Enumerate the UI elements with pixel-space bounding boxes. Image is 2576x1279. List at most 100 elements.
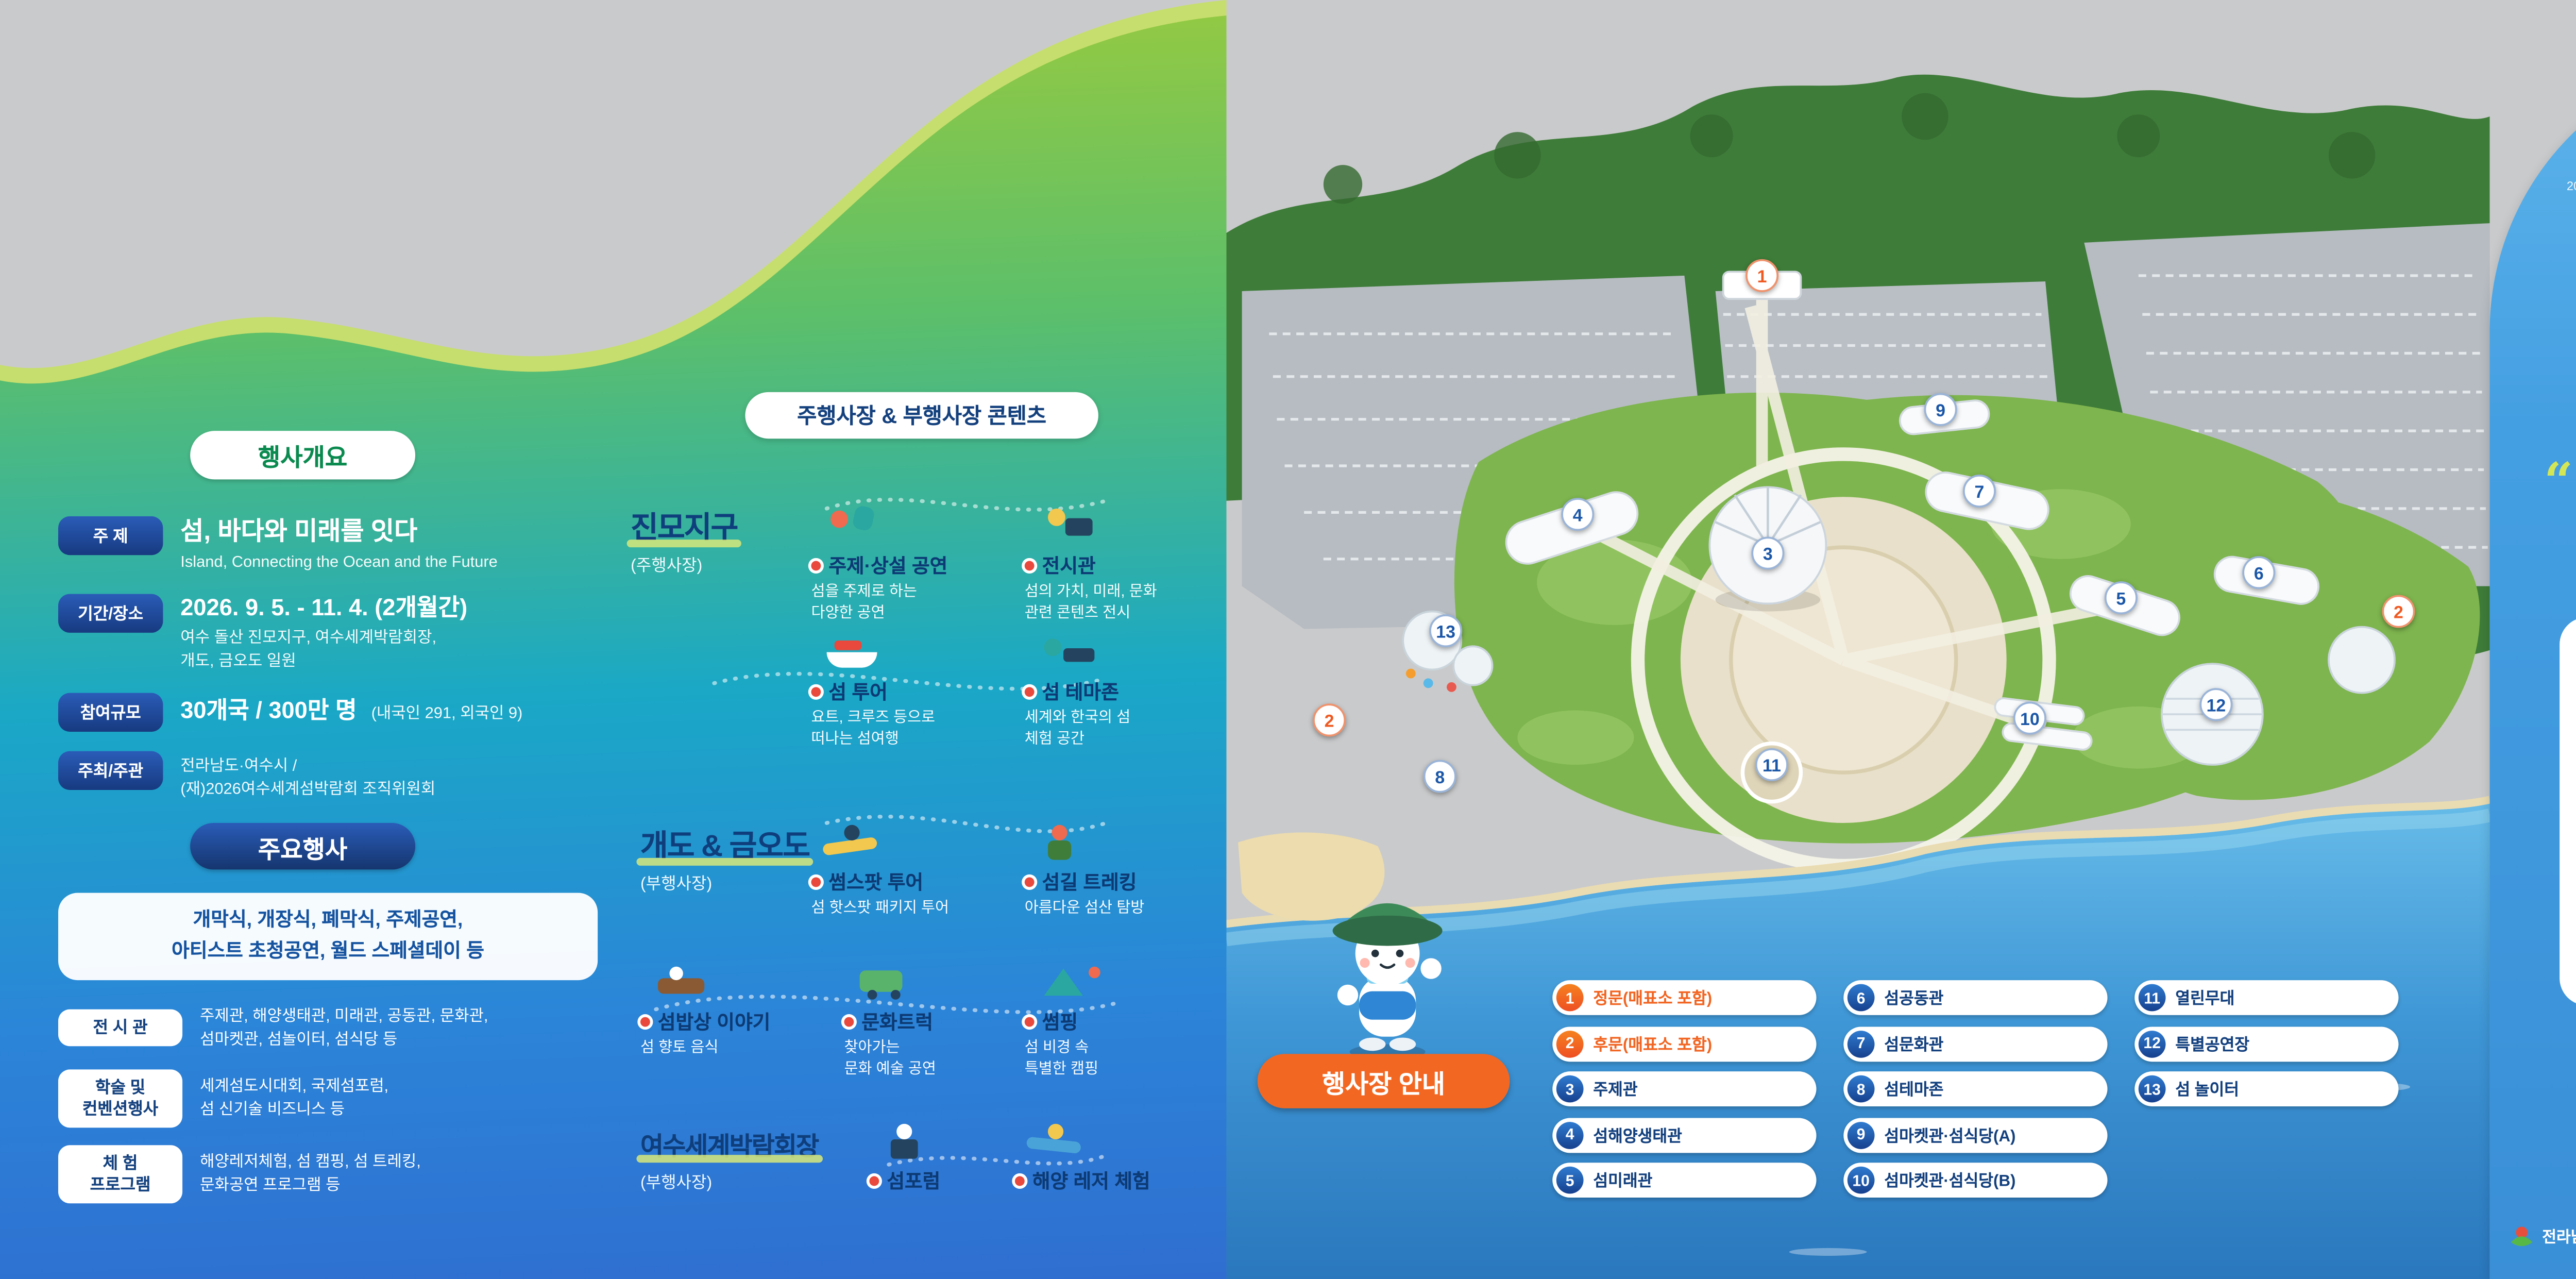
legend-label: 섬문화관 (1884, 1033, 1944, 1053)
legend-label: 섬공동관 (1884, 988, 1944, 1007)
map-marker-12: 12 (2199, 688, 2233, 721)
exhibition-badge: 전 시 관 (58, 1010, 182, 1047)
cover-intro-title: 2026 여수세계섬박람회는 (2490, 303, 2576, 342)
section-title-expo-site: 여수세계박람회장 (640, 1126, 818, 1163)
section-head-expo-site: 여수세계박람회장 (부행사장) (640, 1126, 854, 1194)
content-item-desc: 세계와 한국의 섬 체험 공간 (1024, 708, 1131, 747)
legend-label: 섬 놀이터 (2175, 1079, 2240, 1099)
scale-title: 30개국 / 300만 명 (180, 696, 357, 724)
food-illustration (652, 963, 722, 1001)
content-item-desc: 섬 비경 속 특별한 캠핑 (1024, 1038, 1099, 1078)
legend-number: 7 (1847, 1030, 1875, 1057)
map-marker-1: 1 (1745, 259, 1779, 292)
content-item-desc: 요트, 크루즈 등으로 떠나는 섬여행 (811, 708, 936, 747)
legend-label: 특별공연장 (2175, 1033, 2250, 1053)
content-item-desc: 아름다운 섬산 탐방 (1024, 898, 1145, 916)
legend-label: 섬미래관 (1593, 1170, 1653, 1190)
content-item-name: 전시관 (1025, 549, 1223, 578)
section-head-gaedo: 개도 & 금오도 (부행사장) (640, 823, 854, 895)
map-marker-2: 2 (1313, 703, 1346, 737)
overview-column: 행사개요 주 제 섬, 바다와 미래를 잇다 Island, Connectin… (0, 0, 617, 1279)
theme-illustration (1036, 633, 1106, 671)
event-row-experience: 체 험 프로그램 해양레저체험, 섬 캠핑, 섬 트레킹, 문화공연 프로그램 … (58, 1145, 598, 1203)
experience-text: 해양레저체험, 섬 캠핑, 섬 트레킹, 문화공연 프로그램 등 (199, 1153, 421, 1194)
map-marker-4: 4 (1561, 498, 1595, 531)
overview-badge: 행사개요 (190, 431, 415, 479)
content-item-name: 섬밥상 이야기 (640, 1005, 838, 1034)
main-events-badge: 주요행사 (190, 823, 415, 869)
truck-illustration (856, 963, 926, 1001)
legend-label: 섬테마존 (1884, 1079, 1944, 1099)
contents-column: 주행사장 & 부행사장 콘텐츠 진모지구 (주행사장) 개도 & 금오도 (부행… (617, 0, 1227, 1279)
legend-label: 후문(매표소 포함) (1593, 1033, 1713, 1053)
mascot-caption: 2026여수세계섬박람회 공식마스코트 (2566, 180, 2576, 194)
homepage-box: 공식홈페이지 island.yeosuexpo2026.or.kr 유튜브인스타… (2560, 617, 2576, 1006)
panel-event-overview: 행사개요 주 제 섬, 바다와 미래를 잇다 Island, Connectin… (0, 0, 1226, 1279)
homepage-url[interactable]: island.yeosuexpo2026.or.kr (2560, 662, 2576, 685)
venue-guide-badge: 행사장 안내 (1257, 1054, 1510, 1108)
legend-number: 10 (1847, 1166, 1875, 1194)
legend-number: 13 (2138, 1075, 2166, 1103)
legend-number: 11 (2138, 984, 2166, 1012)
map-marker-6: 6 (2242, 556, 2276, 590)
footer-logos: 전라남도 여수시 (재)2026여수세계섬박람회 조직위원회 (2509, 1224, 2576, 1252)
dashed-route-lines (617, 0, 1227, 1279)
legend-label: 정문(매표소 포함) (1593, 988, 1713, 1007)
map-marker-10: 10 (2013, 701, 2046, 735)
legend-item-7: 7 섬문화관 (1843, 1025, 2108, 1061)
legend-item-4: 4 섬해양생태관 (1552, 1117, 1817, 1152)
map-marker-2: 2 (2382, 595, 2415, 628)
quote-open-mark: “ (2544, 454, 2573, 513)
content-item-desc: 섬을 주제로 하는 다양한 공연 (811, 582, 917, 621)
section-sub-expo-site: (부행사장) (640, 1172, 713, 1192)
convention-badge: 학술 및 컨벤션행사 (58, 1069, 182, 1127)
legend-number: 8 (1847, 1075, 1875, 1103)
leisure-illustration (1027, 1122, 1097, 1160)
section-sub-jinmo: (주행사장) (631, 555, 703, 575)
content-item-name: 주제·상설 공연 (811, 549, 1009, 578)
legend-label: 열린무대 (2175, 988, 2235, 1007)
info-row-host: 주최/주관 전라남도·여수시 / (재)2026여수세계섬박람회 조직위원회 (58, 751, 598, 801)
host-label-badge: 주최/주관 (58, 751, 163, 789)
map-marker-11: 11 (1755, 748, 1788, 782)
content-item-name: 섬포럼 (869, 1165, 1067, 1193)
main-events-box: 개막식, 개장식, 폐막식, 주제공연, 아티스트 초청공연, 월드 스페셜데이… (58, 893, 598, 980)
map-marker-13: 13 (1429, 614, 1463, 648)
info-row-scale: 참여규모 30개국 / 300만 명 (내국인 291, 외국인 9) (58, 693, 598, 731)
legend-number: 3 (1556, 1075, 1584, 1103)
content-item-forum: 섬포럼 (869, 1165, 1067, 1193)
period-detail: 여수 돌산 진모지구, 여수세계박람회장, 개도, 금오도 일원 (180, 629, 437, 670)
legend-number: 4 (1556, 1121, 1584, 1148)
legend-label: 섬해양생태관 (1593, 1124, 1682, 1145)
legend-number: 6 (1847, 984, 1875, 1012)
experience-badge: 체 험 프로그램 (58, 1145, 182, 1203)
forum-illustration (881, 1122, 951, 1160)
content-item-name: 섬길 트레킹 (1025, 866, 1223, 895)
legend-item-13: 13 섬 놀이터 (2134, 1071, 2399, 1106)
event-row-convention: 학술 및 컨벤션행사 세계섬도시대회, 국제섬포럼, 섬 신기술 비즈니스 등 (58, 1069, 598, 1127)
legend-number: 9 (1847, 1121, 1875, 1148)
theme-subtitle: Island, Connecting the Ocean and the Fut… (180, 553, 498, 571)
info-row-period: 기간/장소 2026. 9. 5. - 11. 4. (2개월간) 여수 돌산 … (58, 594, 598, 674)
legend-label: 주제관 (1593, 1079, 1638, 1099)
content-item-name: 썸핑 (1025, 1005, 1223, 1034)
legend-label: 섬마켓관·섬식당(A) (1884, 1124, 2016, 1145)
kayak-illustration (823, 823, 893, 862)
content-item-desc: 섬의 가치, 미래, 문화 관련 콘텐츠 전시 (1024, 582, 1157, 621)
homepage-label: 공식홈페이지 (2560, 635, 2576, 660)
